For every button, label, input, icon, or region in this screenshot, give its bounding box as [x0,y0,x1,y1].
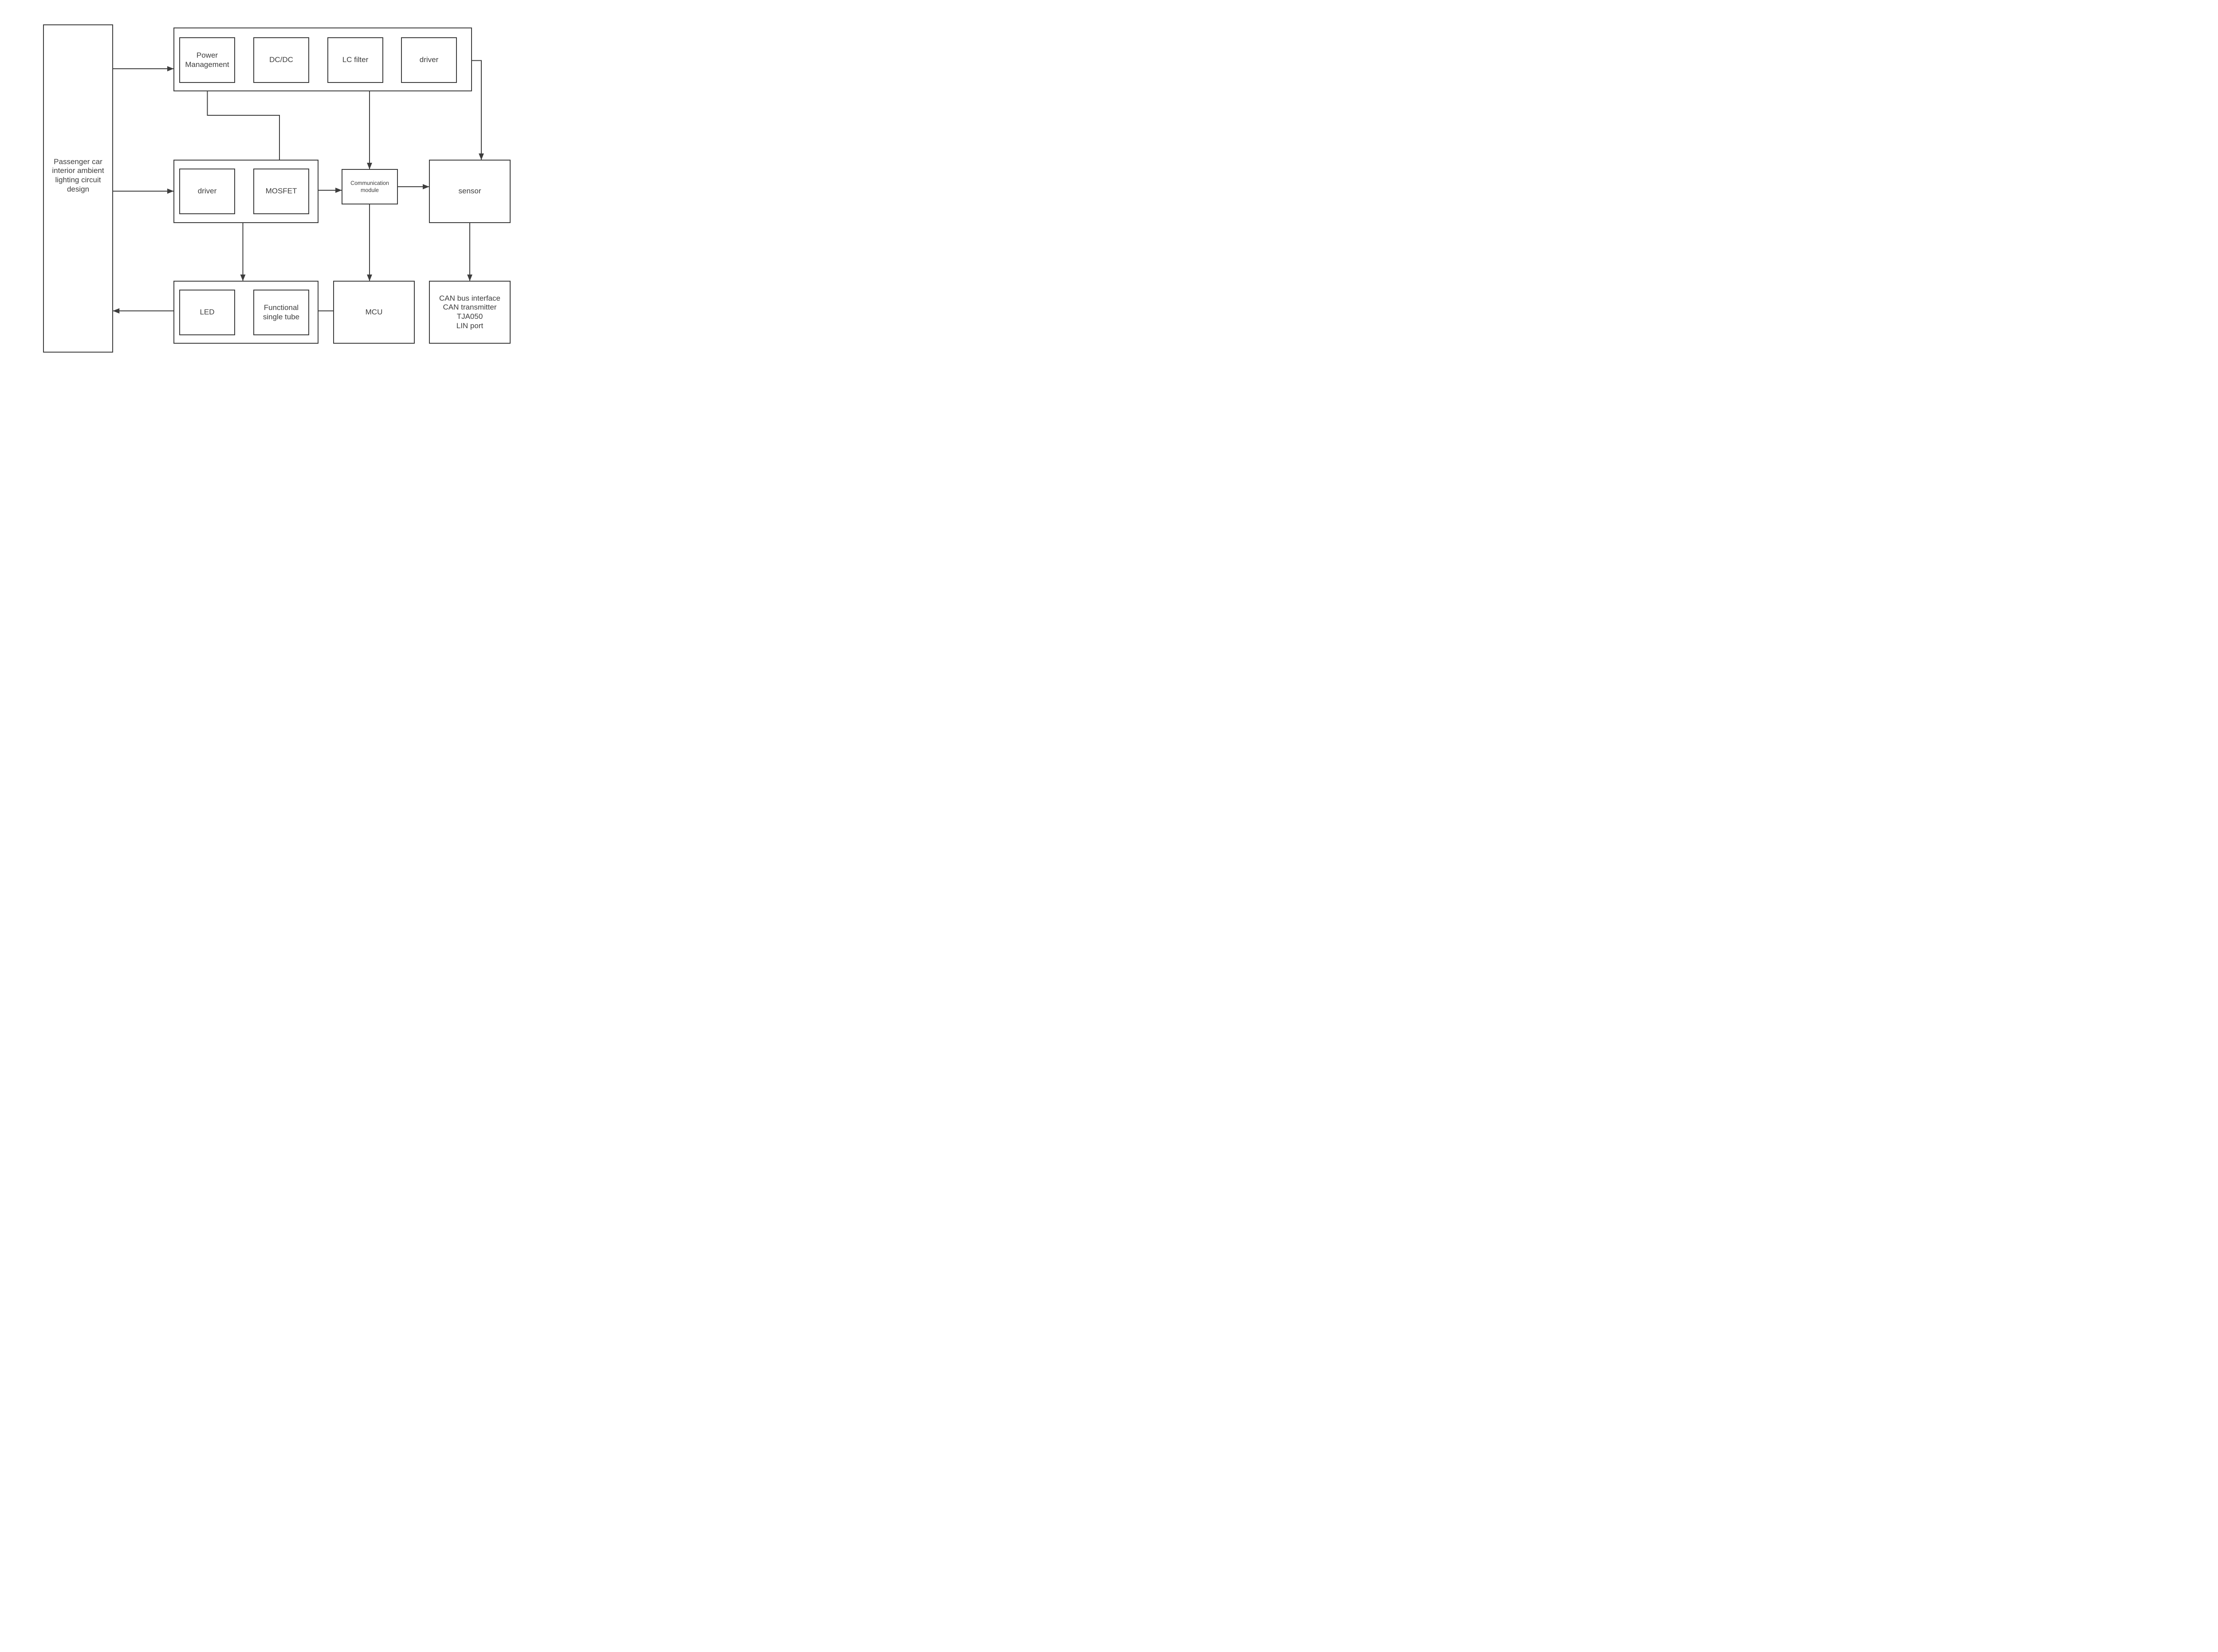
node-root-label: Passenger car interior ambient lighting … [52,157,104,193]
node-dc-dc-label: DC/DC [269,55,293,64]
node-driver-mid-label: driver [197,187,217,196]
node-lc-filter-label: LC filter [342,55,369,64]
drive-group-box: driver MOSFET [173,160,319,223]
node-driver-top: driver [401,37,457,83]
power-supply-group-box: Power Management DC/DC LC filter driver [173,27,472,91]
node-power-management-label: Power Management [185,51,229,69]
node-dc-dc: DC/DC [253,37,309,83]
node-driver-mid: driver [179,169,235,214]
node-sensor: sensor [429,160,511,223]
node-mosfet-label: MOSFET [265,187,297,196]
node-sensor-label: sensor [458,187,481,196]
node-mcu: MCU [333,281,415,344]
connector-power-supply-group-to-sensor [472,60,484,160]
diagram-canvas: Passenger car interior ambient lighting … [0,0,554,413]
node-can-interface: CAN bus interface CAN transmitter TJA050… [429,281,511,344]
node-led-label: LED [200,308,215,317]
output-group-box: LED Functional single tube [173,281,319,344]
node-driver-top-label: driver [419,55,439,64]
node-root: Passenger car interior ambient lighting … [43,24,113,353]
node-can-interface-label: CAN bus interface CAN transmitter TJA050… [439,294,500,330]
node-power-management: Power Management [179,37,235,83]
node-communication-module: Communication module [342,169,398,204]
node-functional-single-tube-label: Functional single tube [263,303,300,321]
connector-power-supply-group-to-drive-group [207,91,280,160]
node-communication-module-label: Communication module [350,180,389,193]
node-mcu-label: MCU [365,307,383,316]
node-functional-single-tube: Functional single tube [253,290,309,335]
node-lc-filter: LC filter [327,37,383,83]
node-mosfet: MOSFET [253,169,309,214]
node-led: LED [179,290,235,335]
